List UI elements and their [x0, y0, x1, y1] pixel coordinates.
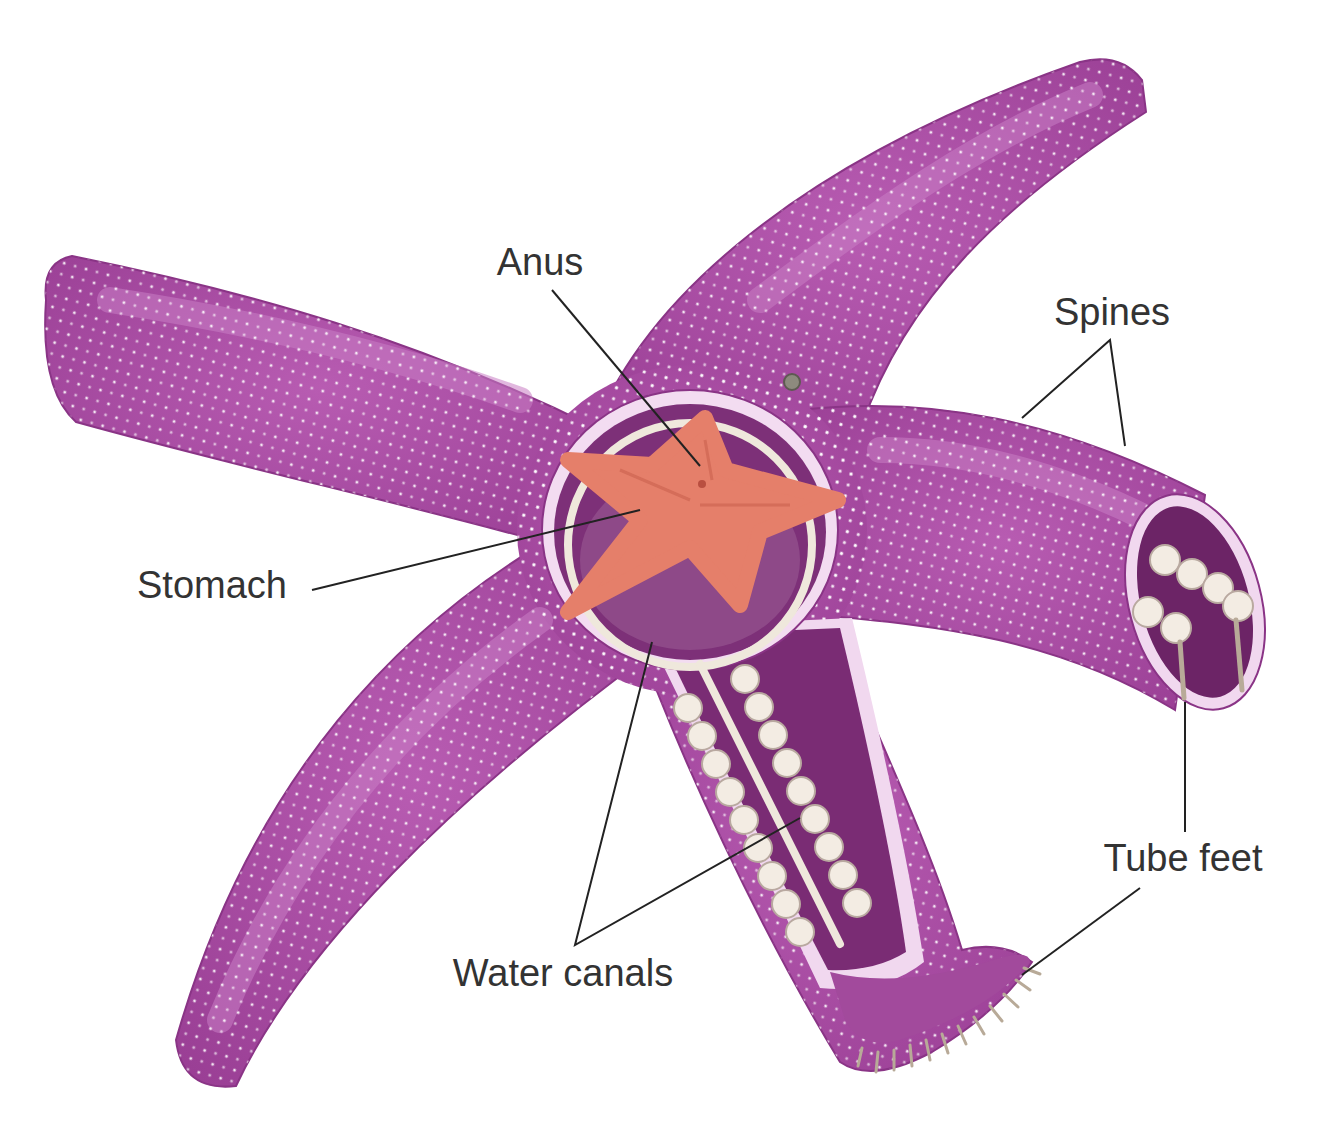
ampulla	[1150, 545, 1180, 575]
ampulla	[688, 722, 716, 750]
tube-foot	[876, 1052, 878, 1072]
tube-foot	[990, 1006, 1002, 1021]
leader-line	[1022, 340, 1125, 446]
spine-dots	[628, 615, 1032, 1071]
starfish-body	[45, 59, 1205, 1086]
tube-foot	[1236, 620, 1242, 690]
disk-cutaway	[542, 390, 840, 944]
part-label: Tube feet	[1103, 839, 1262, 877]
body-cavity	[660, 628, 906, 970]
tube-foot	[926, 1040, 930, 1060]
ampulla	[758, 862, 786, 890]
ampulla	[1133, 597, 1163, 627]
ampulla	[815, 833, 843, 861]
body-wall	[1103, 479, 1287, 726]
ampullae	[674, 665, 871, 946]
tube-foot	[942, 1034, 948, 1053]
ampulla	[773, 749, 801, 777]
tube-foot	[893, 1050, 896, 1070]
tube-foot	[958, 1026, 966, 1044]
body-cavity	[1117, 493, 1272, 710]
part-label: Spines	[1054, 293, 1170, 331]
arm-tip	[830, 955, 1030, 1043]
arm	[628, 615, 1032, 1071]
part-label: Anus	[497, 243, 584, 281]
tube-foot	[1016, 980, 1030, 990]
tube-foot	[1004, 994, 1018, 1007]
ampulla	[786, 918, 814, 946]
ampulla	[730, 806, 758, 834]
leader-line	[312, 510, 640, 590]
anus-opening	[698, 480, 706, 488]
ampulla	[801, 805, 829, 833]
body-wall	[542, 390, 838, 670]
tube-feet	[858, 968, 1040, 1072]
ampulla	[787, 777, 815, 805]
ampulla	[716, 778, 744, 806]
tube-foot	[1180, 642, 1184, 698]
leader-line	[575, 642, 800, 945]
ampulla	[702, 750, 730, 778]
ampulla	[1161, 613, 1191, 643]
ampulla	[745, 693, 773, 721]
stomach-shading	[620, 440, 790, 505]
body-wall	[645, 618, 924, 989]
part-label: Stomach	[137, 566, 287, 604]
ampulla	[1223, 591, 1253, 621]
radial-canal	[700, 664, 840, 944]
ampulla	[731, 665, 759, 693]
tube-foot	[974, 1017, 984, 1034]
leader-line	[552, 290, 700, 466]
ampulla	[772, 890, 800, 918]
ampulla	[843, 889, 871, 917]
ampulla	[829, 861, 857, 889]
arm-interior	[645, 618, 1040, 1072]
madreporite	[784, 374, 800, 390]
tube-feet	[1180, 620, 1242, 698]
spine-dots	[45, 256, 600, 548]
leader-lines	[312, 290, 1185, 975]
ampulla	[674, 694, 702, 722]
ampulla	[759, 721, 787, 749]
stomach-shape	[568, 418, 838, 612]
part-label: Water canals	[453, 954, 673, 992]
arm	[45, 256, 600, 548]
tube-foot	[910, 1045, 912, 1066]
leader-line	[1022, 888, 1140, 975]
arm-cross-section	[1103, 479, 1287, 726]
leader-line	[1184, 702, 1186, 832]
tube-foot	[858, 1048, 862, 1066]
